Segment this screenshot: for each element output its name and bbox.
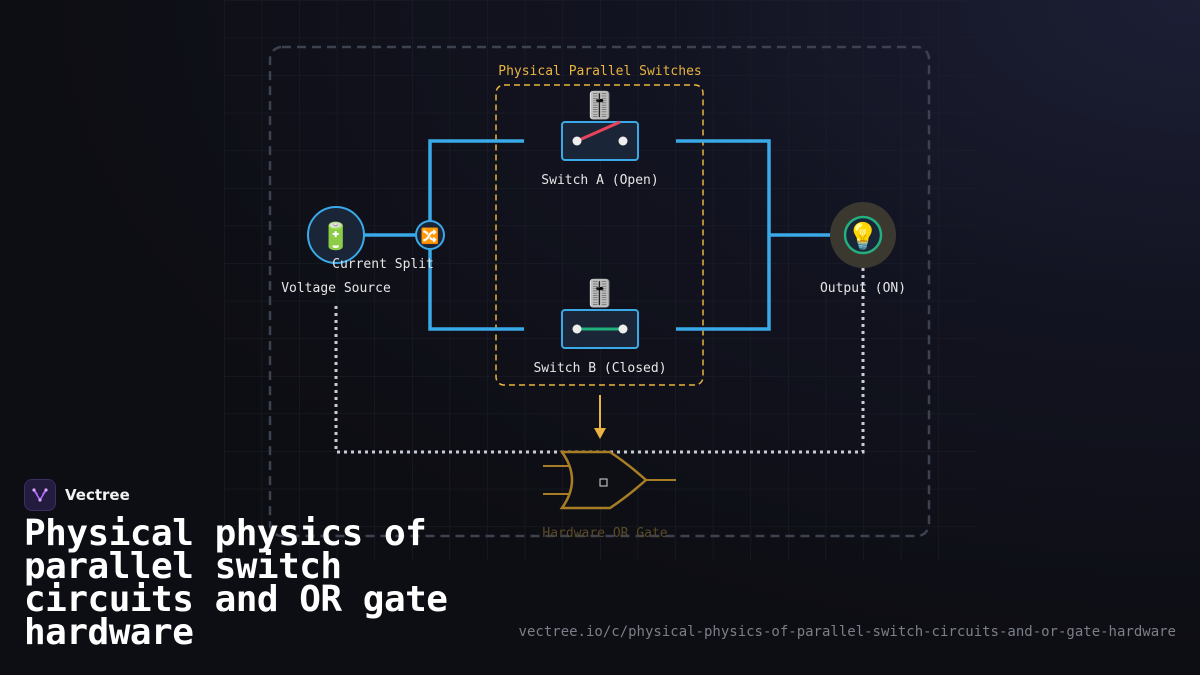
- or-gate-marker: [599, 478, 608, 487]
- wires: [364, 139, 835, 331]
- output-label: Output (ON): [820, 281, 906, 296]
- page-title: Physical physics of parallel switch circ…: [24, 513, 448, 653]
- or-gate-label: Hardware OR Gate: [542, 526, 667, 541]
- switch-b-right-contact: [618, 324, 628, 334]
- switch-a[interactable]: 🎚️: [561, 90, 639, 161]
- current-split-label: Current Split: [332, 257, 434, 272]
- current-split-circle: [415, 220, 445, 250]
- brand[interactable]: Vectree: [24, 479, 130, 511]
- switch-b-label: Switch B (Closed): [533, 361, 666, 376]
- fader-icon: 🎚️: [584, 90, 616, 121]
- page-url[interactable]: vectree.io/c/physical-physics-of-paralle…: [518, 624, 1176, 640]
- or-gate[interactable]: [543, 450, 676, 510]
- switch-group-box: [495, 84, 704, 386]
- switch-group-label: Physical Parallel Switches: [498, 64, 702, 79]
- down-arrow-icon: [594, 428, 606, 439]
- switch-a-lever: [576, 120, 621, 143]
- switch-a-label: Switch A (Open): [541, 173, 658, 188]
- voltage-source-label: Voltage Source: [281, 281, 391, 296]
- switch-a-body: [561, 121, 639, 161]
- switch-a-left-contact: [572, 136, 582, 146]
- split-branch-wire: [428, 139, 524, 331]
- merge-wire: [676, 139, 835, 331]
- or-gate-body: [559, 450, 648, 510]
- current-split-node[interactable]: 🔀: [415, 220, 445, 250]
- voltage-source-node[interactable]: 🔋: [307, 206, 365, 264]
- switch-b[interactable]: 🎚️: [561, 278, 639, 349]
- shuffle-icon: 🔀: [421, 227, 440, 245]
- switch-b-left-contact: [572, 324, 582, 334]
- battery-icon: 🔋: [320, 221, 352, 252]
- voltage-source-circle: [307, 206, 365, 264]
- fader-icon: 🎚️: [584, 278, 616, 309]
- vectree-logo-icon: [24, 479, 56, 511]
- brand-name: Vectree: [65, 486, 130, 504]
- output-node[interactable]: 💡: [830, 202, 896, 268]
- ground-wire: [334, 266, 865, 454]
- outer-frame: [268, 45, 931, 538]
- light-bulb-icon: 💡: [847, 221, 879, 252]
- switch-a-right-contact: [618, 136, 628, 146]
- output-circle: [843, 215, 883, 255]
